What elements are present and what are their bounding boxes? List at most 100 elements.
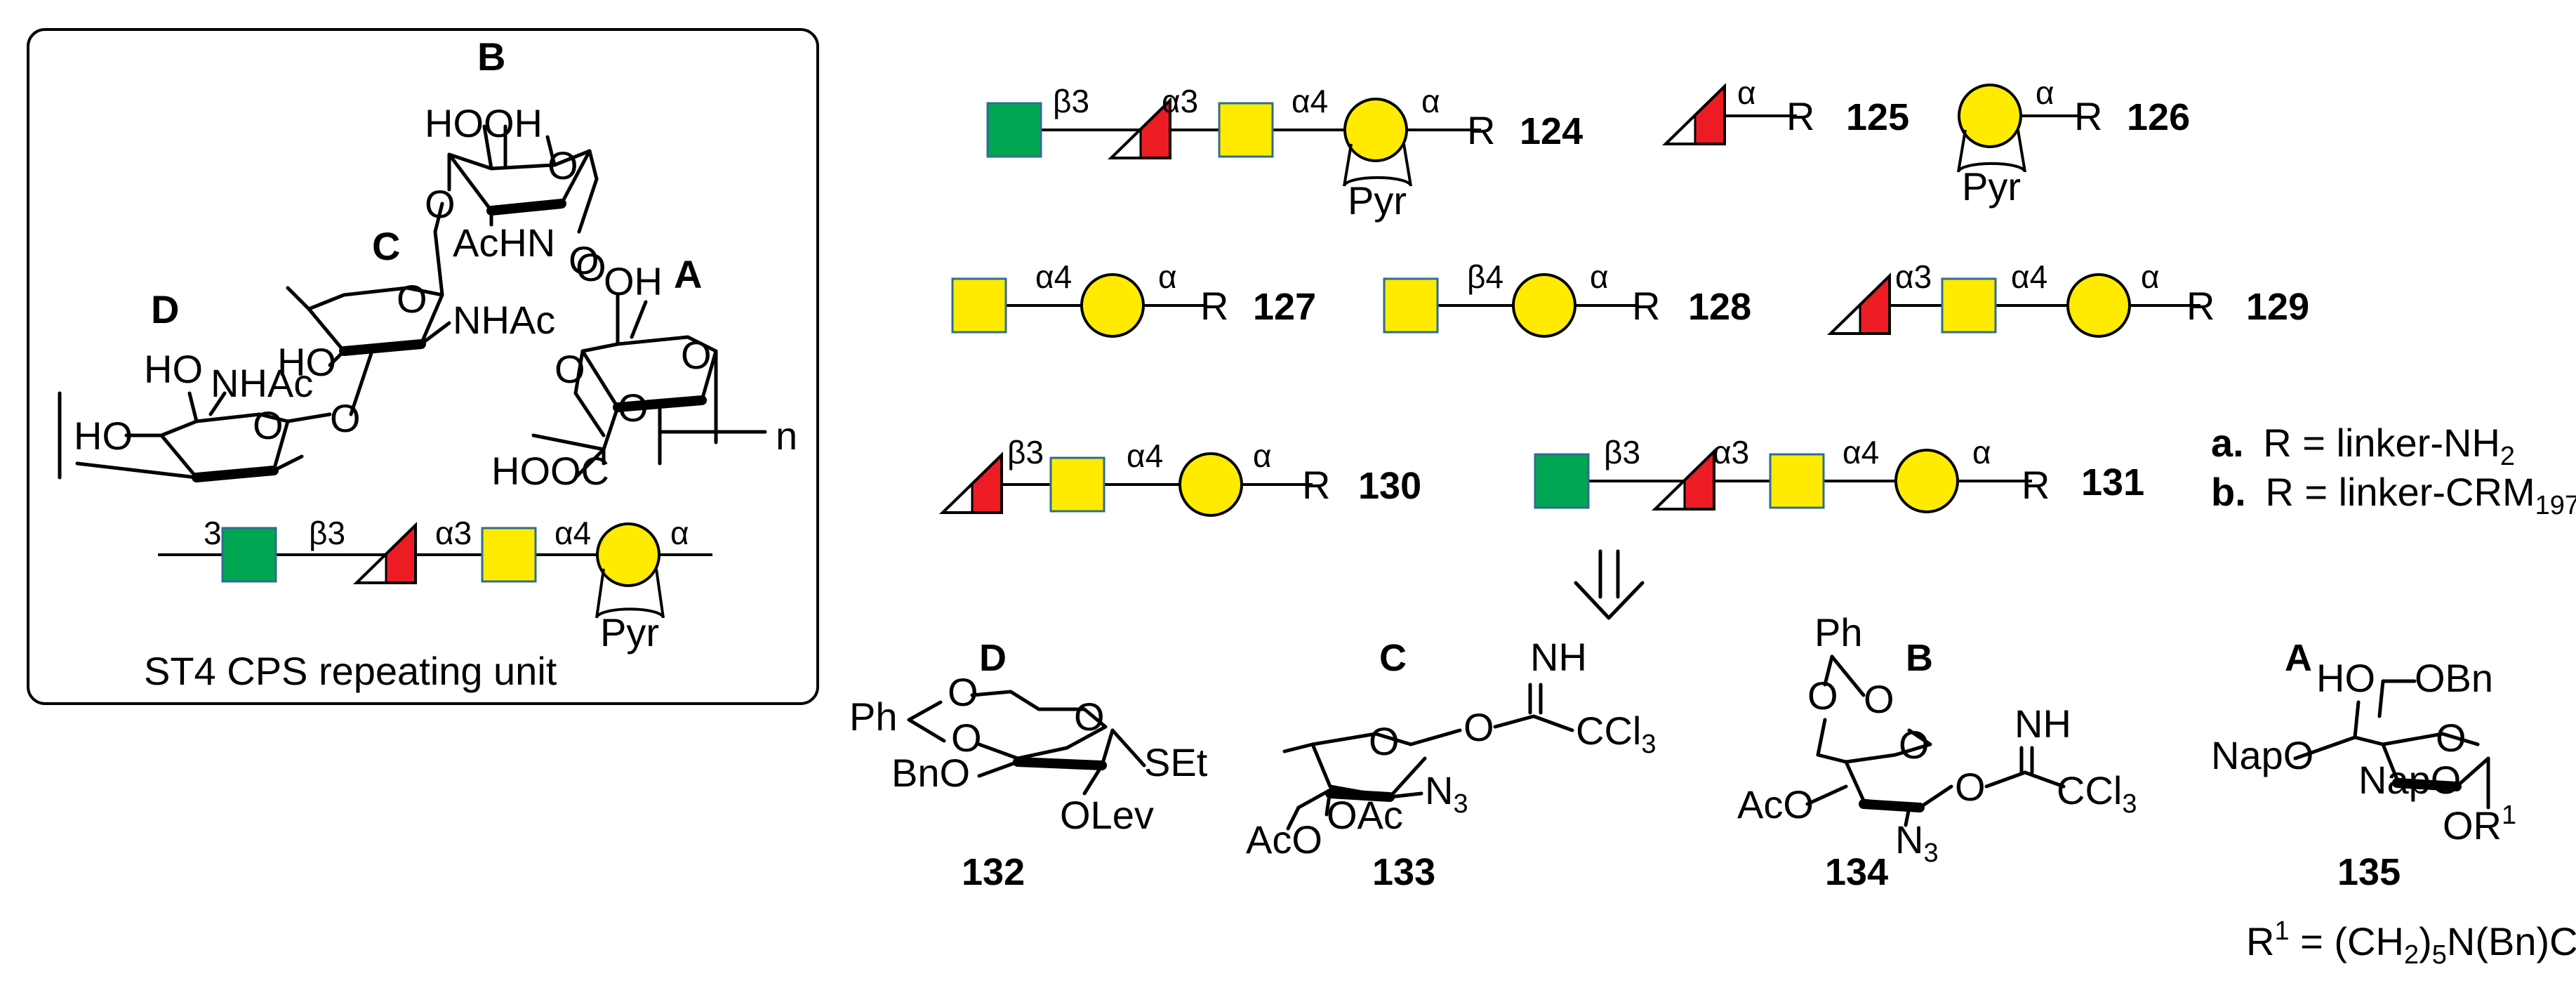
ring-b (447, 124, 599, 234)
r-def-a: a. R = linker-NH2 (2211, 421, 2515, 471)
panel-gal-circle (596, 522, 660, 587)
c124-green-square (986, 102, 1042, 158)
c127-r: R (1200, 284, 1228, 328)
b134-nh: NH (2014, 702, 2071, 746)
c125-number: 125 (1846, 96, 1909, 138)
b134-ccl: CCl3 (2057, 768, 2137, 819)
compound-129: α3 α4 α R 129 (1829, 258, 2309, 338)
b135-number: 135 (2337, 851, 2401, 893)
c131-link-alpha: α (1972, 434, 1991, 470)
c124-link-alpha4: α4 (1292, 83, 1328, 119)
b133-oac: OAc (1327, 793, 1403, 837)
c126-r: R (2074, 94, 2102, 138)
group-ho-d2: HO (74, 414, 133, 458)
compound-131: β3 α3 α4 α R 131 (1534, 434, 2144, 513)
c131-link-alpha4: α4 (1843, 434, 1879, 470)
compound-124: β3 α3 α4 α Pyr R 124 (986, 83, 1583, 223)
c130-r: R (1302, 463, 1330, 507)
b132-ph: Ph (849, 694, 898, 739)
panel-link-alpha3: α3 (435, 515, 472, 551)
c131-circle (1894, 449, 1959, 513)
ring-a-link-o: O (576, 245, 606, 289)
panel-glcnac-square (221, 527, 277, 583)
b133-ccl: CCl3 (1576, 709, 1656, 759)
ring-c-oxygen: O (397, 277, 427, 321)
compound-126: α Pyr R 126 (1957, 74, 2190, 209)
r-definitions: a. R = linker-NH2 b. R = linker-CRM197 (2211, 421, 2576, 520)
group-achn: AcHN (453, 220, 555, 265)
residue-label-d: D (151, 287, 179, 331)
b133-number: 133 (1372, 851, 1435, 893)
group-hooh: HOOH (425, 101, 543, 145)
c131-number: 131 (2081, 461, 2144, 503)
compound-130: β3 α4 α R 130 (941, 434, 1421, 517)
c131-link-alpha3: α3 (1713, 434, 1749, 470)
residue-label-c: C (372, 224, 400, 268)
c128-link-beta4: β4 (1467, 258, 1503, 295)
c126-pyr: Pyr (1962, 164, 2021, 209)
b133-o-link: O (1463, 705, 1494, 749)
c129-yellow-square (1941, 277, 1997, 334)
c130-yellow-square (1049, 456, 1106, 513)
repeat-subscript: n (776, 414, 797, 458)
b134-ph: Ph (1814, 610, 1863, 654)
c131-link-beta3: β3 (1604, 434, 1640, 470)
c124-r: R (1467, 108, 1495, 152)
c127-link-alpha4: α4 (1035, 258, 1072, 295)
building-block-134: Ph O O B NH CCl3 O O N3 AcO 134 (1737, 610, 2137, 893)
group-nhac: NHAc (453, 298, 555, 342)
b134-o1: O (1807, 673, 1838, 718)
b135-obn: OBn (2415, 656, 2493, 700)
group-oh-a: OH (604, 259, 663, 303)
compound-127: α4 α R 127 (951, 258, 1316, 338)
c124-link-beta3: β3 (1053, 83, 1089, 119)
r-def-b: b. R = linker-CRM197 (2211, 470, 2576, 520)
building-block-132: D Ph O O O BnO OLev SEt 132 (849, 637, 1208, 893)
building-block-133: C NH CCl3 O O N3 OAc AcO 133 (1246, 635, 1656, 893)
b134-aco: AcO (1737, 782, 1814, 827)
c129-triangle (1829, 275, 1891, 335)
c130-link-alpha4: α4 (1127, 437, 1163, 474)
c125-link-alpha: α (1737, 74, 1756, 111)
b133-aco: AcO (1246, 817, 1322, 862)
b135-ring-o: O (2436, 716, 2467, 760)
group-ho-d1: HO (144, 347, 203, 391)
c130-triangle (941, 454, 1003, 514)
b132-olev: OLev (1060, 793, 1154, 837)
r1-definition: R1 = (CH2)5N(Bn)Cbz (2246, 916, 2576, 970)
c124-yellow-square (1218, 102, 1274, 158)
panel-pyr: Pyr (600, 610, 659, 654)
c124-circle (1343, 98, 1408, 162)
b133-n3: N3 (1425, 768, 1468, 819)
panel-glycan: 3 β3 α3 α4 α Pyr (158, 515, 712, 654)
b135-napo2: NapO (2358, 758, 2461, 802)
ring-c-link-o: O (330, 396, 361, 440)
ring-a-o-acetal1: O (555, 347, 585, 391)
st4-repeating-unit-panel: B C D A HOOH O O O AcHN (27, 28, 819, 705)
c124-link-alpha: α (1421, 83, 1440, 119)
b133-residue: C (1379, 637, 1407, 679)
b132-residue: D (979, 637, 1007, 679)
b134-ring-o: O (1899, 723, 1930, 767)
group-ho-c: HO (277, 340, 336, 384)
c126-number: 126 (2127, 96, 2190, 138)
c130-link-beta3: β3 (1007, 434, 1044, 470)
residue-label-a: A (674, 252, 702, 296)
b135-ho: HO (2316, 656, 2375, 700)
c130-number: 130 (1358, 465, 1421, 507)
b133-nh: NH (1530, 635, 1587, 679)
b135-residue: A (2285, 637, 2312, 679)
group-hooc: HOOC (491, 449, 609, 493)
c128-r: R (1632, 284, 1660, 328)
building-block-135: A HO OBn O NapO NapO OR1 135 (2211, 637, 2516, 893)
c128-circle (1512, 273, 1576, 338)
panel-link-beta3: β3 (309, 515, 345, 551)
compound-125: α R 125 (1664, 74, 1909, 145)
c129-circle (2066, 273, 2131, 338)
ring-c (286, 202, 451, 416)
c129-r: R (2186, 284, 2215, 328)
c127-yellow-square (951, 277, 1007, 334)
c128-number: 128 (1688, 286, 1751, 328)
panel-link-alpha4: α4 (555, 515, 591, 551)
